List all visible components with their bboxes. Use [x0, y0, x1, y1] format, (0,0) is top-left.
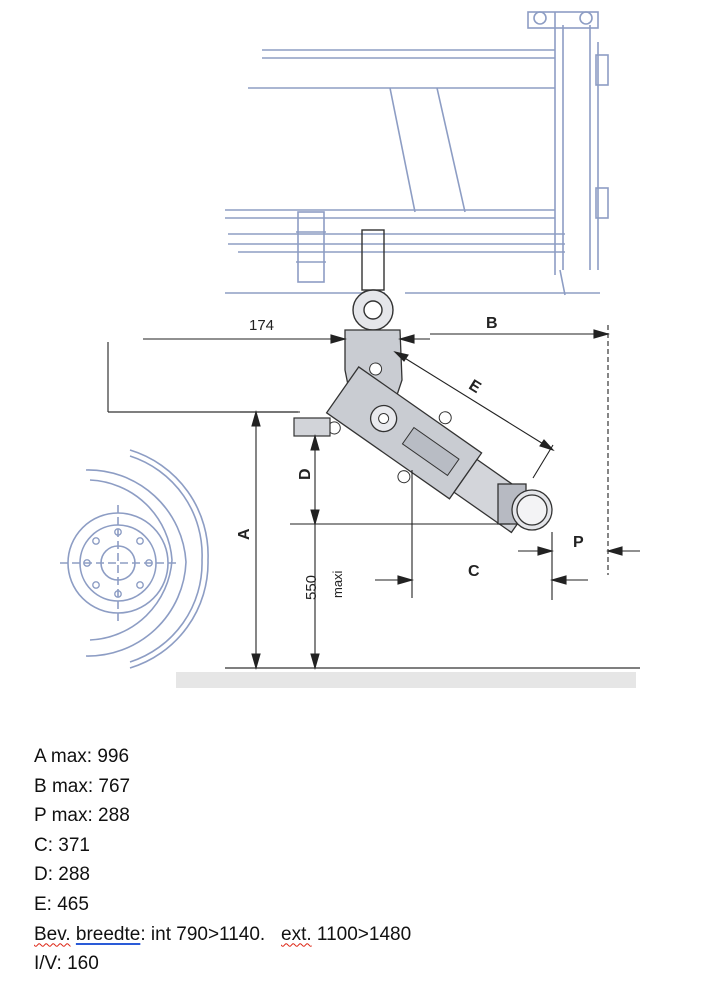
- spec-b-max: B max: 767: [34, 775, 131, 797]
- dim-label-550: 550: [303, 575, 320, 600]
- spell-flag-ext: ext.: [281, 923, 312, 945]
- dimension-lines: [143, 325, 640, 671]
- road-wheel: [60, 449, 209, 669]
- end-wheel: [497, 483, 553, 531]
- dim-label-maxi: maxi: [330, 570, 345, 598]
- ground: [176, 672, 636, 688]
- dim-label-C: C: [468, 563, 480, 580]
- technical-drawing: 174 B E D A C P 550 maxi: [60, 11, 640, 688]
- stop-block: [293, 417, 331, 437]
- spell-flag-bev: Bev.: [34, 923, 71, 945]
- body-outline: [107, 342, 298, 413]
- dim-label-A: A: [236, 528, 253, 540]
- dim-label-B: B: [486, 315, 498, 332]
- grammar-flag-breedte: breedte: [75, 923, 141, 945]
- spec-track-width: Bev. breedte: int 790>1140. ext. 1100>14…: [34, 920, 674, 950]
- dim-label-D: D: [297, 468, 314, 480]
- track-width-int: : int 790>1140.: [140, 923, 282, 945]
- wheel-bolts: [83, 528, 153, 598]
- dim-label-174: 174: [249, 317, 274, 334]
- axle-pivot: [352, 229, 394, 331]
- dim-label-E: E: [466, 377, 484, 397]
- spec-list: A max: 996 B max: 767 P max: 288 C: 371 …: [34, 742, 674, 979]
- spec-a-max: A max: 996: [34, 746, 130, 767]
- spec-p-max: P max: 288: [34, 805, 130, 827]
- spec-e: E: 465: [34, 893, 89, 915]
- spec-iv: I/V: 160: [34, 953, 99, 975]
- track-width-ext: 1100>1480: [311, 923, 412, 945]
- dim-label-P: P: [573, 534, 584, 551]
- trailer-frame: [225, 11, 609, 296]
- spec-d: D: 288: [34, 864, 90, 886]
- spec-c: C: 371: [34, 834, 90, 856]
